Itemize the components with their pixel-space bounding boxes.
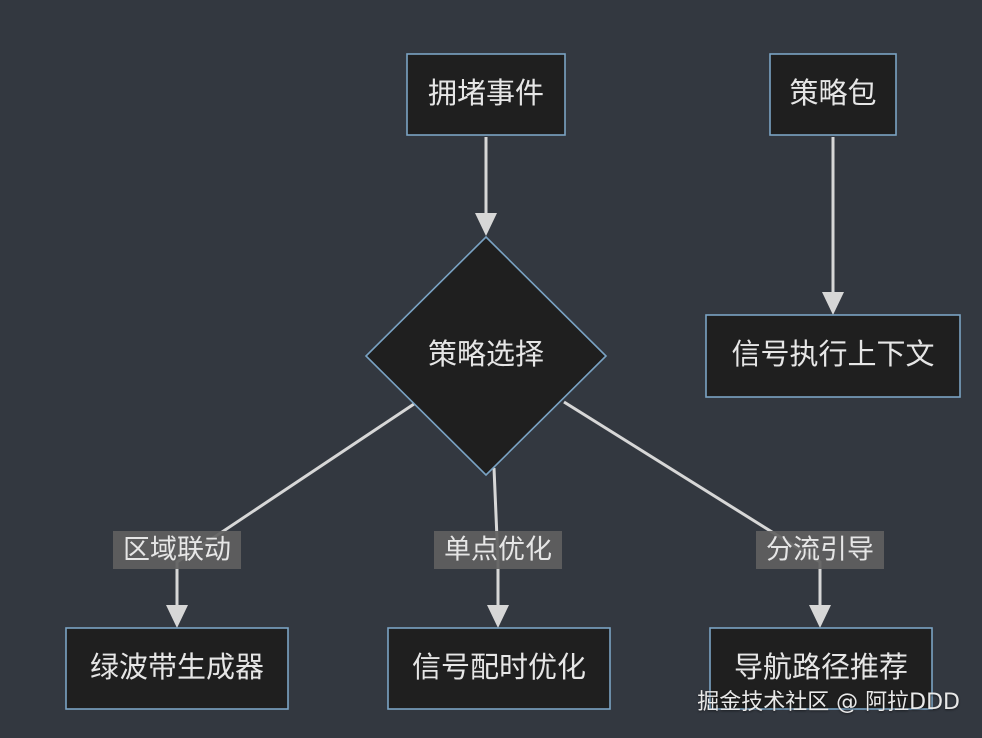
node-congestion-event-label: 拥堵事件	[428, 76, 544, 110]
edge-label-diversion: 分流引导	[756, 531, 884, 569]
node-strategy-select-label: 策略选择	[428, 337, 544, 371]
node-route-recommend-label: 导航路径推荐	[734, 650, 908, 684]
edge-label-regional-text: 区域联动	[123, 535, 231, 566]
edge-label-diversion-text: 分流引导	[766, 535, 874, 566]
edge-label-single-point-text: 单点优化	[444, 535, 552, 566]
edge-pack-to-context	[822, 137, 844, 315]
node-signal-timing-label: 信号配时优化	[412, 650, 586, 684]
edge-label-single-point: 单点优化	[434, 531, 562, 569]
node-strategy-pack: 策略包	[769, 53, 897, 136]
node-route-recommend: 导航路径推荐	[709, 627, 933, 710]
node-green-wave-label: 绿波带生成器	[90, 650, 264, 684]
node-signal-context-label: 信号执行上下文	[731, 337, 934, 371]
node-signal-context: 信号执行上下文	[705, 314, 961, 398]
edge-label-regional: 区域联动	[113, 531, 241, 569]
watermark: 掘金技术社区 @ 阿拉DDD	[697, 690, 960, 715]
node-strategy-pack-label: 策略包	[789, 76, 876, 110]
edge-select-to-route	[563, 400, 831, 628]
edge-select-to-green-wave	[166, 402, 415, 628]
node-green-wave: 绿波带生成器	[65, 627, 289, 710]
edge-congestion-to-select	[475, 137, 497, 236]
node-congestion-event: 拥堵事件	[406, 53, 566, 136]
node-strategy-select: 策略选择	[364, 235, 608, 477]
node-signal-timing: 信号配时优化	[387, 627, 611, 710]
